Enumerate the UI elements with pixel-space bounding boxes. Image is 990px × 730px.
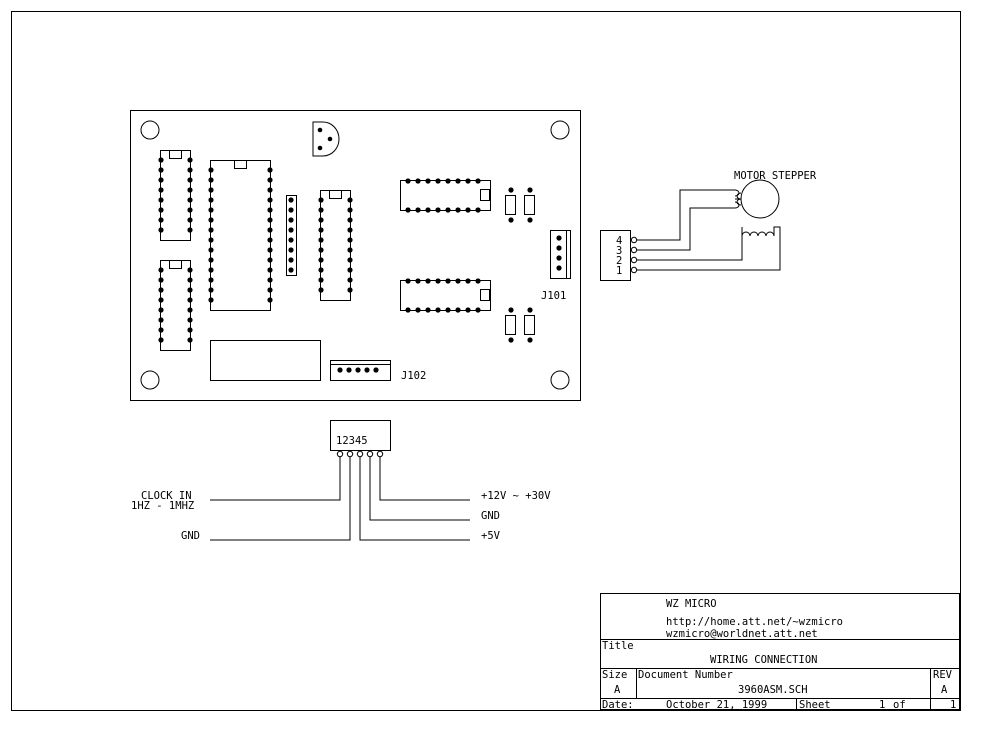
diode — [505, 187, 516, 223]
mounting-hole — [140, 120, 160, 140]
ic-chip — [208, 160, 273, 311]
j102-label: J102 — [401, 370, 426, 382]
header-pin — [288, 217, 294, 223]
doc-number-value: 3960ASM.SCH — [738, 684, 808, 696]
diodes — [505, 187, 535, 343]
motor-connector: 4 3 2 1 — [600, 230, 638, 281]
date-value: October 21, 1999 — [666, 699, 767, 711]
rev-field-label: REV — [933, 669, 953, 681]
input-connector: 12345 — [210, 420, 470, 541]
ic-chip — [158, 150, 193, 241]
size-field-label: Size — [602, 669, 627, 681]
stepper-motor — [637, 179, 781, 271]
ic-chip — [158, 260, 193, 351]
ic-chip — [400, 178, 491, 213]
header-pin — [288, 237, 294, 243]
company-url: http://home.att.net/~wzmicro — [666, 616, 843, 628]
company-name: WZ MICRO — [666, 598, 717, 610]
clock-range-label: 1HZ - 1MHZ — [131, 500, 194, 512]
diode — [524, 187, 535, 223]
rev-value: A — [941, 684, 948, 696]
j101-connector — [550, 230, 571, 279]
title-field-label: Title — [602, 640, 634, 652]
vmotor-label: +12V ~ +30V — [481, 490, 551, 502]
j102-connector — [330, 360, 391, 381]
pcb-board: J101 J102 — [130, 110, 581, 401]
gnd-left-label: GND — [181, 530, 200, 542]
header-pins — [288, 197, 294, 273]
motor-pin-label: 3 — [616, 245, 622, 257]
header-pin — [288, 197, 294, 203]
header-pin — [288, 207, 294, 213]
header-pin — [288, 227, 294, 233]
gnd-right-label: GND — [481, 510, 500, 522]
title-block: WZ MICRO http://home.att.net/~wzmicro wz… — [600, 593, 960, 711]
board-outline — [130, 110, 581, 401]
sheet-number: 1 — [879, 699, 885, 711]
company-email: wzmicro@worldnet.att.net — [666, 628, 818, 640]
diode — [505, 307, 516, 343]
sheet-of-label: of — [893, 699, 906, 711]
mounting-hole — [550, 370, 570, 390]
ic-chips — [158, 150, 353, 351]
drawing-title: WIRING CONNECTION — [710, 654, 817, 666]
input-pin-numbers: 12345 — [336, 435, 368, 447]
sheet-field-label: Sheet — [799, 699, 831, 711]
mounting-hole — [550, 120, 570, 140]
header-strip — [286, 195, 297, 276]
vlogic-label: +5V — [481, 530, 501, 542]
diode — [524, 307, 535, 343]
sheet-total: 1 — [950, 699, 956, 711]
doc-number-field-label: Document Number — [638, 669, 733, 681]
ic-chip — [400, 278, 491, 313]
power-resistor — [210, 340, 321, 381]
ic-chip — [318, 190, 353, 301]
clock-in-label: CLOCK IN — [141, 490, 192, 502]
j101-label: J101 — [541, 290, 566, 302]
motor-pin-label: 4 — [616, 235, 622, 247]
sheet-border — [11, 11, 961, 711]
date-field-label: Date: — [602, 699, 634, 711]
size-value: A — [614, 684, 621, 696]
motor-pin-label: 2 — [616, 255, 622, 267]
voltage-regulator — [312, 121, 340, 157]
header-pin — [288, 267, 294, 273]
motor-label: MOTOR STEPPER — [734, 170, 817, 182]
header-pin — [288, 247, 294, 253]
motor-pin-label: 1 — [616, 265, 622, 277]
mounting-hole — [140, 370, 160, 390]
driver-ics — [400, 178, 491, 313]
header-pin — [288, 257, 294, 263]
